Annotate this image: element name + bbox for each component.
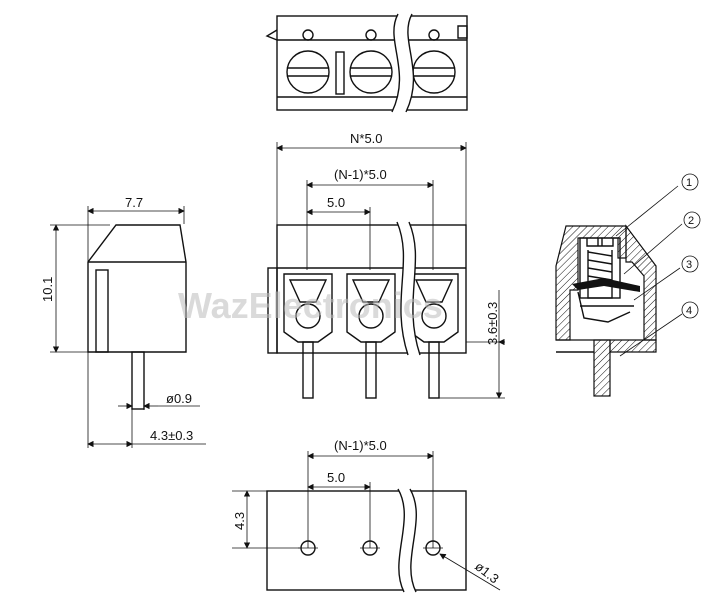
dim-width: 7.7: [125, 195, 143, 210]
watermark: WazElectronics: [178, 285, 443, 326]
callout-2: 2: [688, 215, 694, 227]
dim-pin-dia: ø0.9: [166, 391, 192, 406]
callout-3: 3: [686, 259, 692, 271]
dim-pitch-top: 5.0: [327, 195, 345, 210]
section-view: 1 2 3 4: [555, 173, 701, 397]
front-view: N*5.0 (N-1)*5.0 5.0 3.6±0.3: [267, 131, 505, 399]
dim-n-pitch: N*5.0: [350, 131, 383, 146]
callout-1: 1: [686, 177, 692, 189]
bottom-view: (N-1)*5.0 5.0 4.3 ø1.3: [232, 438, 502, 593]
dim-pitch-bottom: 5.0: [327, 470, 345, 485]
dim-pin-height: 3.6±0.3: [485, 302, 500, 345]
dim-row-offset: 4.3: [232, 512, 247, 530]
dim-height: 10.1: [40, 277, 55, 302]
dim-n-minus-1-top: (N-1)*5.0: [334, 167, 387, 182]
dim-n-minus-1-bottom: (N-1)*5.0: [334, 438, 387, 453]
callout-4: 4: [686, 305, 692, 317]
dim-pin-len: 4.3±0.3: [150, 428, 193, 443]
side-view: 7.7 10.1 ø0.9 4.3±0.3: [40, 195, 206, 448]
top-view: [265, 13, 468, 113]
